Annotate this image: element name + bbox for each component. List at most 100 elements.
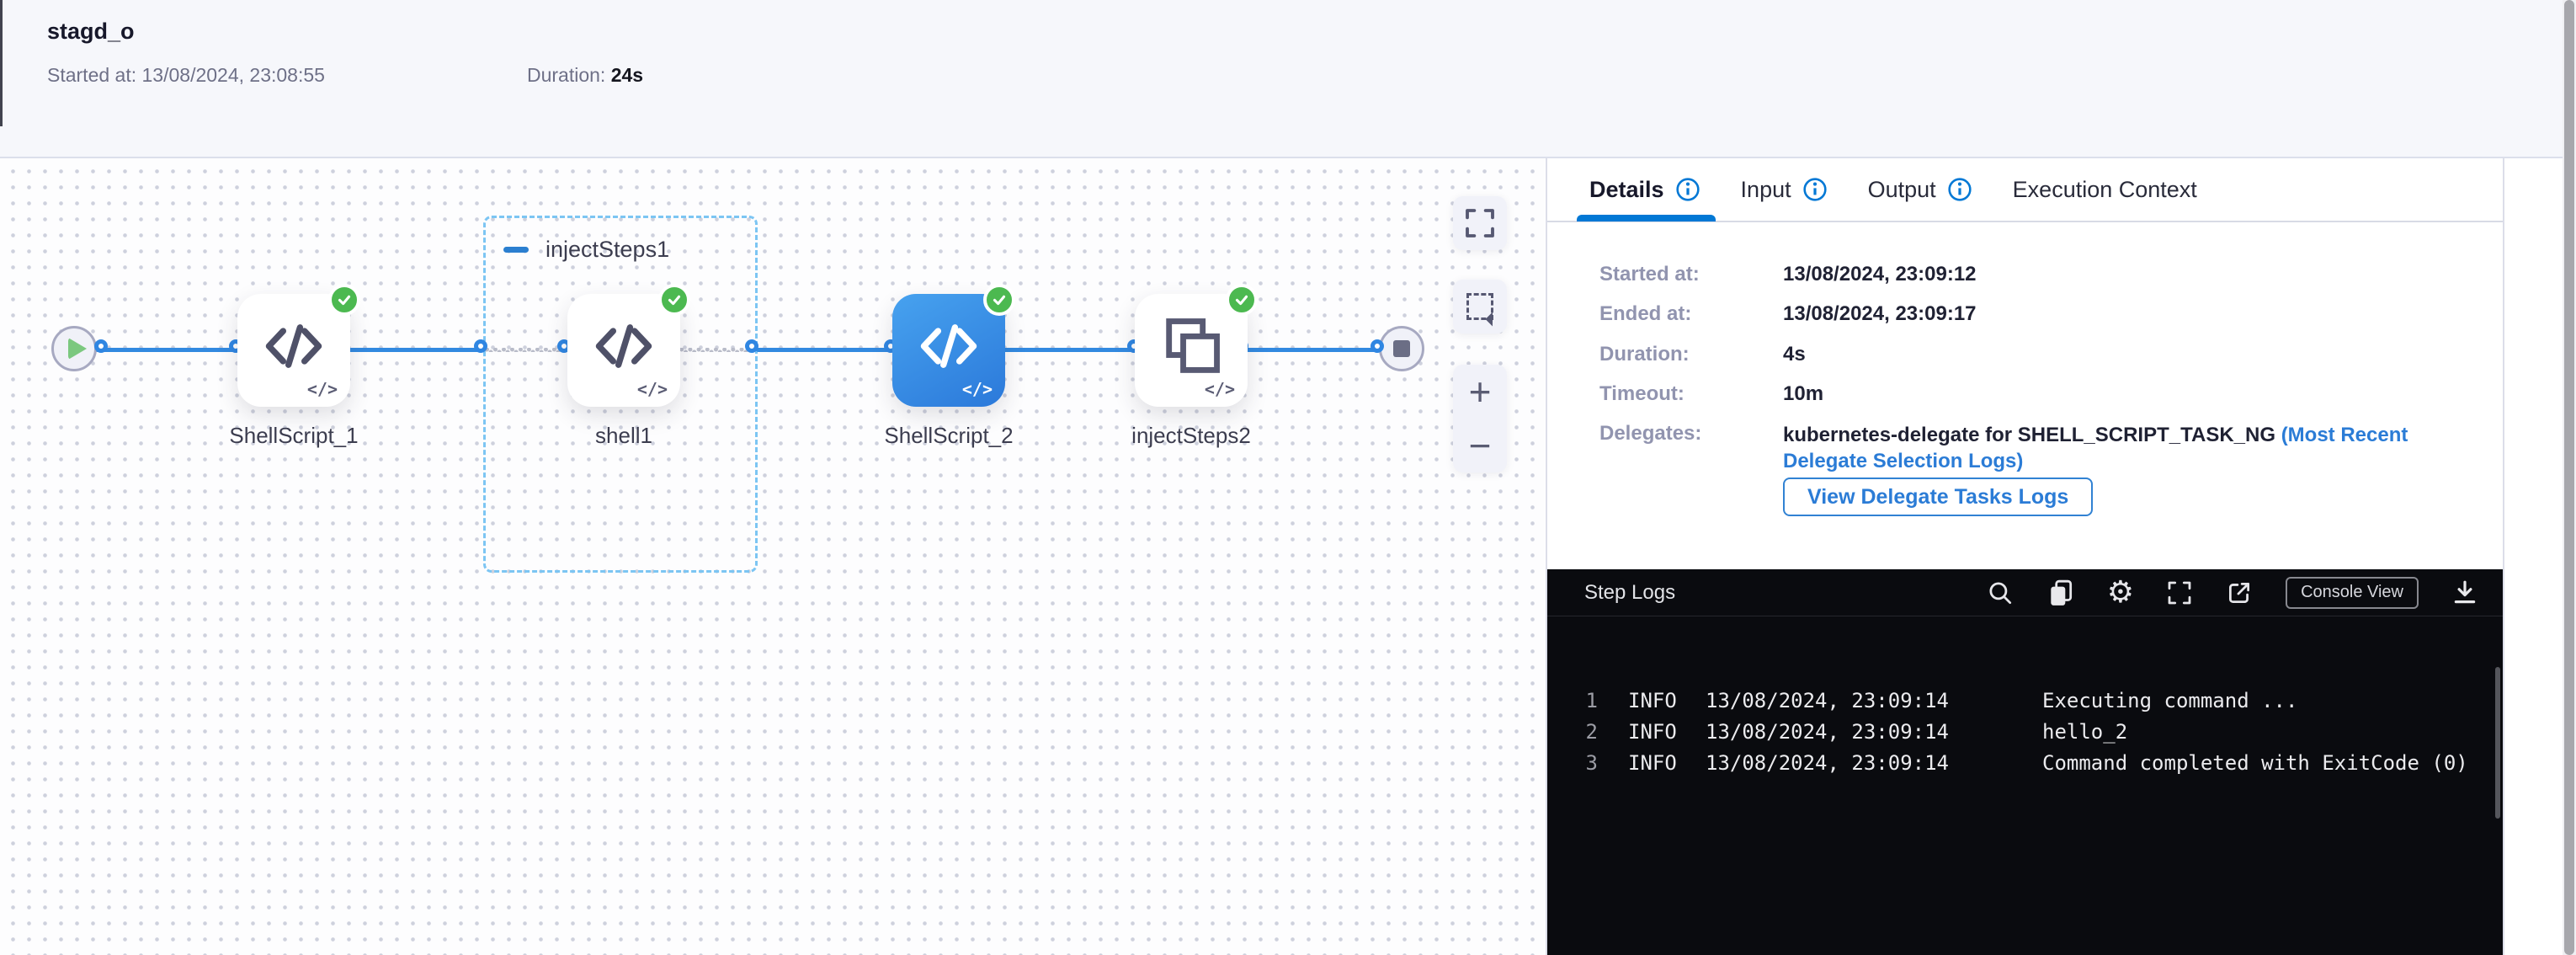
fullscreen-logs-button[interactable] [2166, 579, 2193, 606]
detail-label: Ended at: [1599, 302, 1692, 325]
tab-label: Details [1589, 176, 1664, 202]
fullscreen-icon [2168, 581, 2191, 604]
edge-start-to-shellscript1 [77, 348, 240, 352]
duration-value: 24s [610, 64, 644, 86]
started-at-meta: Started at: 13/08/2024, 23:08:55 [47, 64, 325, 87]
log-level: INFO [1628, 689, 1677, 712]
step-label-shell1: shell1 [595, 423, 652, 448]
log-line-number: 2 [1585, 720, 1598, 744]
execution-header: stagd_o Started at: 13/08/2024, 23:08:55… [0, 0, 2576, 158]
download-logs-button[interactable] [2451, 579, 2479, 607]
search-logs-button[interactable] [1986, 579, 2014, 607]
shell-mini-icon: </> [1204, 379, 1235, 399]
edge-group-to-shell1 [485, 348, 568, 352]
duration-meta: Duration: 24s [527, 64, 643, 87]
start-node[interactable] [51, 326, 97, 371]
details-tabs: Details Input Output [1547, 158, 2503, 222]
log-message: Executing command ... [2042, 689, 2298, 712]
end-node[interactable] [1379, 326, 1424, 371]
step-node-shell1[interactable]: </> [567, 284, 690, 407]
step-group-header: injectSteps1 [503, 237, 669, 263]
detail-value: 13/08/2024, 23:09:17 [1783, 302, 1977, 325]
success-check-icon [328, 284, 360, 316]
started-at-label: Started at: [47, 64, 137, 86]
detail-value: 13/08/2024, 23:09:12 [1783, 263, 1977, 285]
port [1370, 339, 1384, 353]
log-timestamp: 13/08/2024, 23:09:14 [1706, 751, 1949, 775]
edge-shell1-to-groupend [671, 348, 756, 352]
shell-script-icon [920, 323, 977, 368]
tab-output[interactable]: Output [1868, 177, 1972, 203]
external-link-icon [2229, 582, 2250, 603]
shell-mini-icon: </> [636, 379, 668, 399]
step-details-panel: Details Input Output [1546, 158, 2504, 955]
pipeline-canvas[interactable]: injectSteps1 [0, 158, 1544, 955]
canvas-marquee-select-button[interactable] [1453, 280, 1507, 333]
tab-label: Output [1867, 176, 1936, 202]
tab-execution-context[interactable]: Execution Context [2013, 177, 2197, 203]
log-line: 3 INFO 13/08/2024, 23:09:14 Command comp… [1547, 751, 2503, 776]
shell-mini-icon: </> [961, 379, 993, 399]
zoom-in-button[interactable]: + [1468, 370, 1492, 413]
play-icon [68, 338, 87, 360]
page-scrollbar[interactable] [2563, 0, 2576, 955]
info-icon [1803, 178, 1827, 201]
step-label-shellscript2: ShellScript_2 [884, 423, 1014, 448]
delegates-label: Delegates: [1599, 422, 1702, 445]
delegates-value: kubernetes-delegate for SHELL_SCRIPT_TAS… [1783, 422, 2465, 474]
expand-icon [1466, 209, 1494, 237]
console-view-button[interactable]: Console View [2286, 576, 2419, 609]
page-scrollbar-thumb[interactable] [2564, 0, 2574, 955]
log-timestamp: 13/08/2024, 23:09:14 [1706, 720, 1949, 744]
canvas-zoom-controls: + − [1453, 365, 1507, 472]
marquee-select-icon [1466, 293, 1500, 327]
stage-title: stagd_o [47, 19, 135, 44]
canvas-expand-button[interactable] [1453, 196, 1507, 250]
tab-label: Input [1740, 176, 1791, 202]
stop-icon [1393, 340, 1410, 357]
log-level: INFO [1628, 720, 1677, 744]
detail-label: Started at: [1599, 263, 1700, 285]
step-logs-title: Step Logs [1584, 580, 1676, 604]
open-logs-external-button[interactable] [2225, 579, 2254, 607]
port [745, 339, 758, 353]
log-message: Command completed with ExitCode (0) [2042, 751, 2468, 775]
step-group-inject-steps1[interactable] [483, 216, 758, 573]
detail-label: Timeout: [1599, 382, 1685, 405]
step-group-icon [1166, 317, 1220, 373]
step-label-shellscript1: ShellScript_1 [229, 423, 359, 448]
zoom-out-button[interactable]: − [1468, 424, 1492, 467]
copy-logs-button[interactable] [2046, 579, 2075, 607]
active-tab-underline [1577, 215, 1716, 221]
view-delegate-tasks-logs-button[interactable]: View Delegate Tasks Logs [1783, 478, 2094, 516]
delegate-selection-logs-link[interactable]: (Most Recent Delegate Selection Logs) [1783, 424, 2408, 472]
tab-details[interactable]: Details [1589, 177, 1700, 203]
started-at-value: 13/08/2024, 23:08:55 [141, 64, 325, 86]
tab-input[interactable]: Input [1741, 177, 1828, 203]
detail-value: 4s [1783, 343, 1806, 365]
log-scrollbar[interactable] [2495, 667, 2500, 819]
duration-label: Duration: [527, 64, 606, 86]
step-node-injectsteps2[interactable]: </> [1135, 284, 1258, 407]
port [94, 339, 108, 353]
shell-script-icon [595, 323, 652, 368]
step-node-shellscript1[interactable]: </> [237, 284, 360, 407]
success-check-icon [983, 284, 1015, 316]
collapse-group-icon[interactable] [503, 247, 529, 253]
step-logs-toolbar: Step Logs ⚙ [1547, 569, 2503, 616]
edge-group-to-shellscript2 [756, 348, 895, 352]
info-icon [1948, 178, 1972, 201]
step-group-label: injectSteps1 [546, 237, 670, 262]
log-output: 1 INFO 13/08/2024, 23:09:14 Executing co… [1547, 616, 2503, 955]
log-settings-button[interactable]: ⚙ [2107, 577, 2134, 608]
log-level: INFO [1628, 751, 1677, 775]
detail-label: Duration: [1599, 343, 1690, 365]
success-check-icon [658, 284, 690, 316]
log-line-number: 3 [1585, 751, 1598, 775]
step-node-shellscript2-selected[interactable]: </> [892, 284, 1015, 407]
log-line-number: 1 [1585, 689, 1598, 712]
log-line: 1 INFO 13/08/2024, 23:09:14 Executing co… [1547, 689, 2503, 714]
search-icon [1989, 581, 2011, 604]
step-label-injectsteps2: injectSteps2 [1131, 423, 1251, 448]
left-splitter-handle[interactable] [0, 0, 3, 126]
